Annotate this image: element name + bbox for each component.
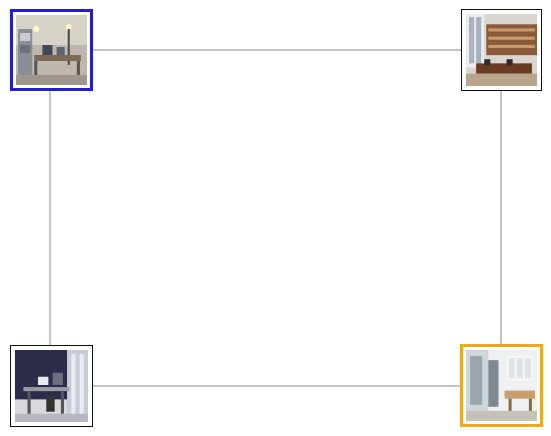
library-room-photo bbox=[466, 14, 537, 86]
node-top-right[interactable] bbox=[461, 9, 542, 91]
node-bottom-right[interactable] bbox=[460, 344, 543, 427]
node-bottom-left[interactable] bbox=[10, 345, 93, 427]
office-corridor-photo bbox=[466, 350, 537, 421]
node-top-left[interactable] bbox=[10, 9, 93, 91]
computer-room-photo bbox=[15, 350, 88, 422]
lab-room-photo bbox=[16, 15, 87, 85]
